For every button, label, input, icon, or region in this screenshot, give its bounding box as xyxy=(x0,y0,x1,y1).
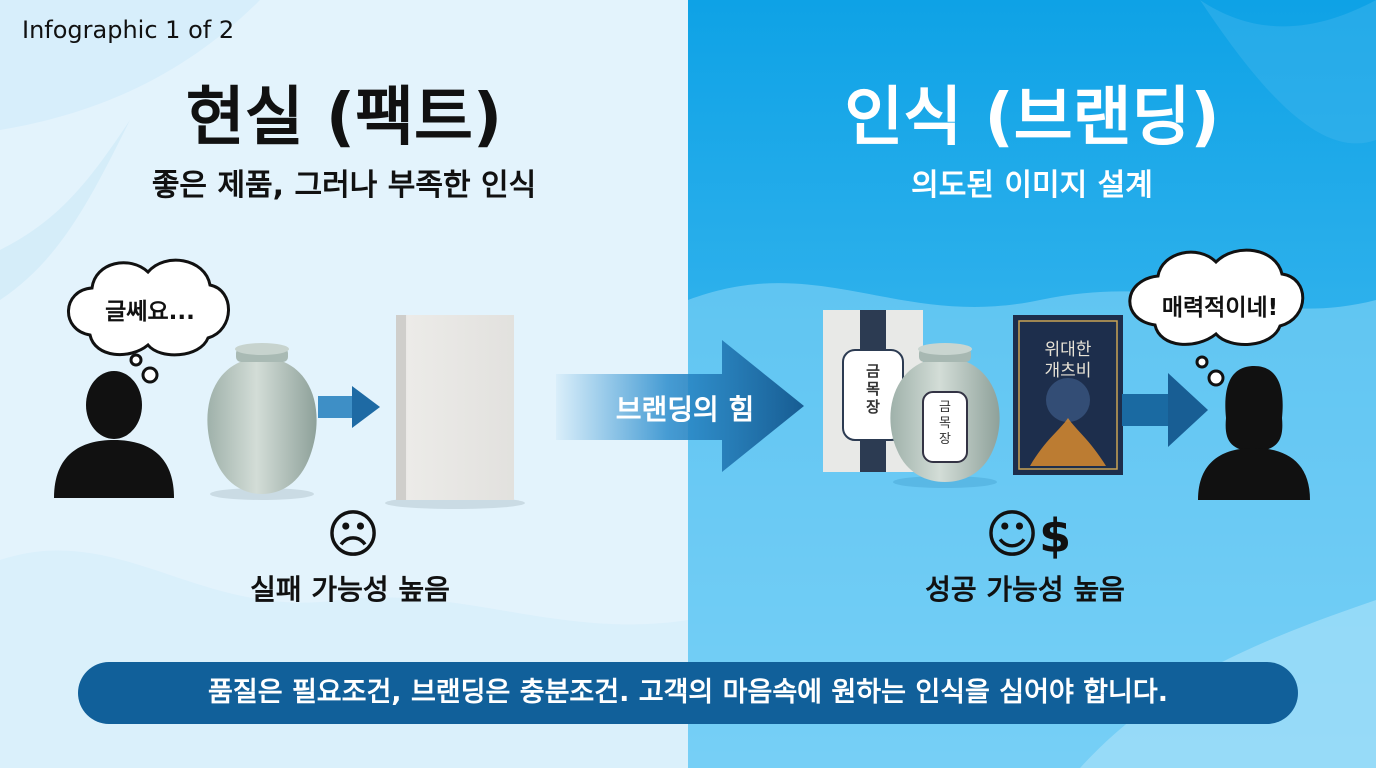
person-silhouette-male-icon xyxy=(54,371,174,498)
branded-jar-image xyxy=(890,343,1000,488)
plain-book-image xyxy=(385,315,525,509)
book-title-text: 위대한 개츠비 xyxy=(1044,340,1092,381)
right-title: 인식 (브랜딩) xyxy=(844,81,1220,155)
footer-message: 품질은 필요조건, 브랜딩은 충분조건. 고객의 마음속에 원하는 인식을 심어… xyxy=(208,677,1168,708)
left-outcome-text: 실패 가능성 높음 xyxy=(250,573,450,606)
dollar-sign-icon: $ xyxy=(1039,509,1072,563)
branding-power-arrow-shape xyxy=(556,340,804,472)
right-subtitle: 의도된 이미지 설계 xyxy=(911,168,1153,203)
small-arrow-left-icon xyxy=(318,386,380,428)
branding-power-label: 브랜딩의 힘 xyxy=(615,393,755,426)
footer-bar-shape xyxy=(78,662,1298,724)
smile-money-group: ☺$ xyxy=(968,505,1088,577)
great-gatsby-book-image xyxy=(1013,315,1123,475)
thought-bubble-right-shape xyxy=(1128,248,1305,387)
frown-face-icon: ☹ xyxy=(325,505,381,565)
right-outcome-text: 성공 가능성 높음 xyxy=(925,573,1125,606)
smile-face-icon: ☺ xyxy=(984,505,1040,565)
box-label-text: 금 목 장 xyxy=(866,362,880,416)
left-title: 현실 (팩트) xyxy=(185,81,503,155)
jar-label-text: 금 목 장 xyxy=(939,400,951,447)
left-subtitle: 좋은 제품, 그러나 부족한 인식 xyxy=(151,168,537,203)
person-silhouette-female-icon xyxy=(1198,366,1310,500)
infographic-tag: Infographic 1 of 2 xyxy=(22,16,235,44)
small-arrow-right-icon xyxy=(1122,373,1208,447)
plain-jar-image xyxy=(207,343,317,500)
right-bubble-text: 매력적이네! xyxy=(1161,295,1279,321)
left-bubble-text: 글쎄요... xyxy=(105,299,195,325)
thought-bubble-left-shape xyxy=(67,258,230,384)
